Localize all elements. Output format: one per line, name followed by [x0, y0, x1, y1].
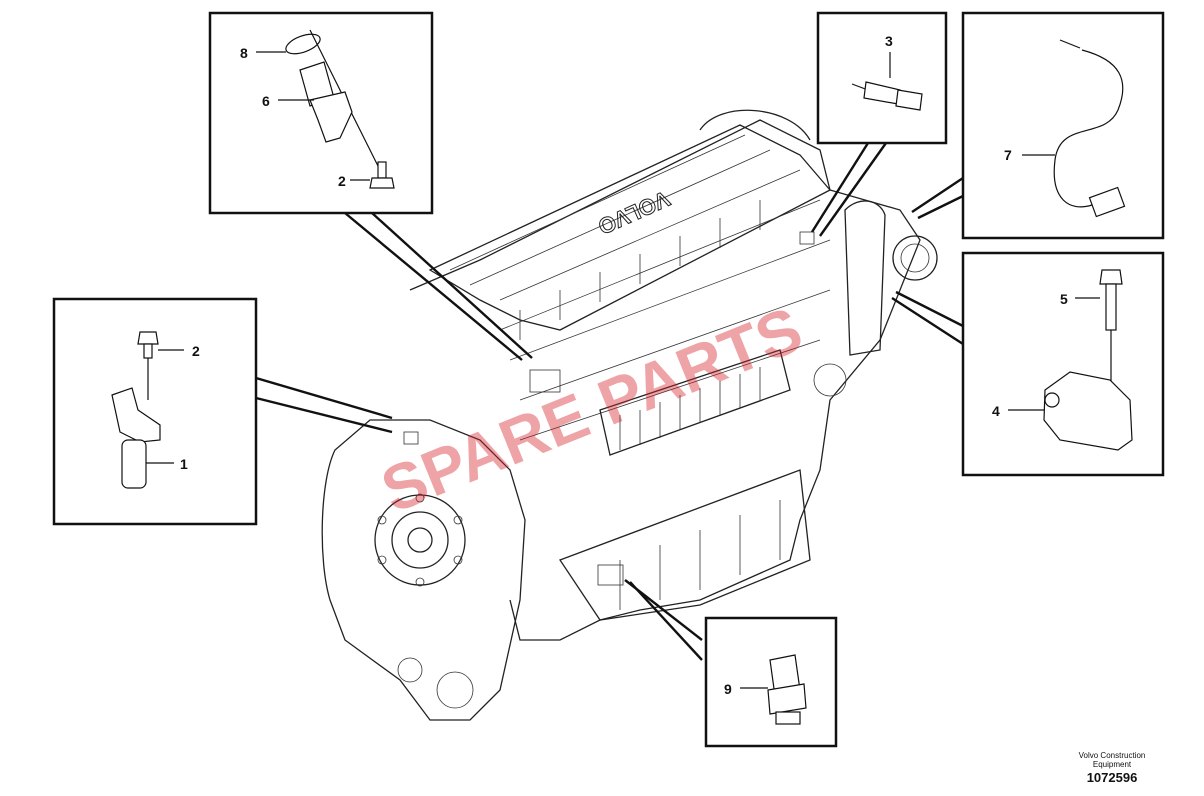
footer: Volvo Construction Equipment 1072596	[1079, 751, 1146, 785]
callout-box-left: 2 1	[52, 297, 258, 526]
callout-box-top-left: 8 6 2	[208, 11, 434, 215]
label-2-top: 2	[338, 173, 346, 189]
label-4: 4	[992, 403, 1000, 419]
label-5: 5	[1060, 291, 1068, 307]
label-7: 7	[1004, 147, 1012, 163]
callout-leaders	[255, 142, 964, 661]
callout-box-right: 5 4	[961, 251, 1165, 477]
label-1: 1	[180, 456, 188, 472]
callout-box-top-mid: 3	[816, 11, 948, 145]
watermark: SPARE PARTS	[372, 293, 812, 527]
credit-line-2: Equipment	[1093, 760, 1132, 769]
label-8: 8	[240, 45, 248, 61]
label-3: 3	[885, 33, 893, 49]
document-number: 1072596	[1087, 770, 1138, 785]
watermark-text: SPARE PARTS	[372, 293, 812, 527]
label-9: 9	[724, 681, 732, 697]
label-6: 6	[262, 93, 270, 109]
engine-brand-text: VOLVO	[594, 186, 673, 240]
label-2-left: 2	[192, 343, 200, 359]
credit-line-1: Volvo Construction	[1079, 751, 1146, 760]
callout-box-bottom: 9	[704, 616, 838, 748]
callout-box-top-right: 7	[961, 11, 1165, 240]
